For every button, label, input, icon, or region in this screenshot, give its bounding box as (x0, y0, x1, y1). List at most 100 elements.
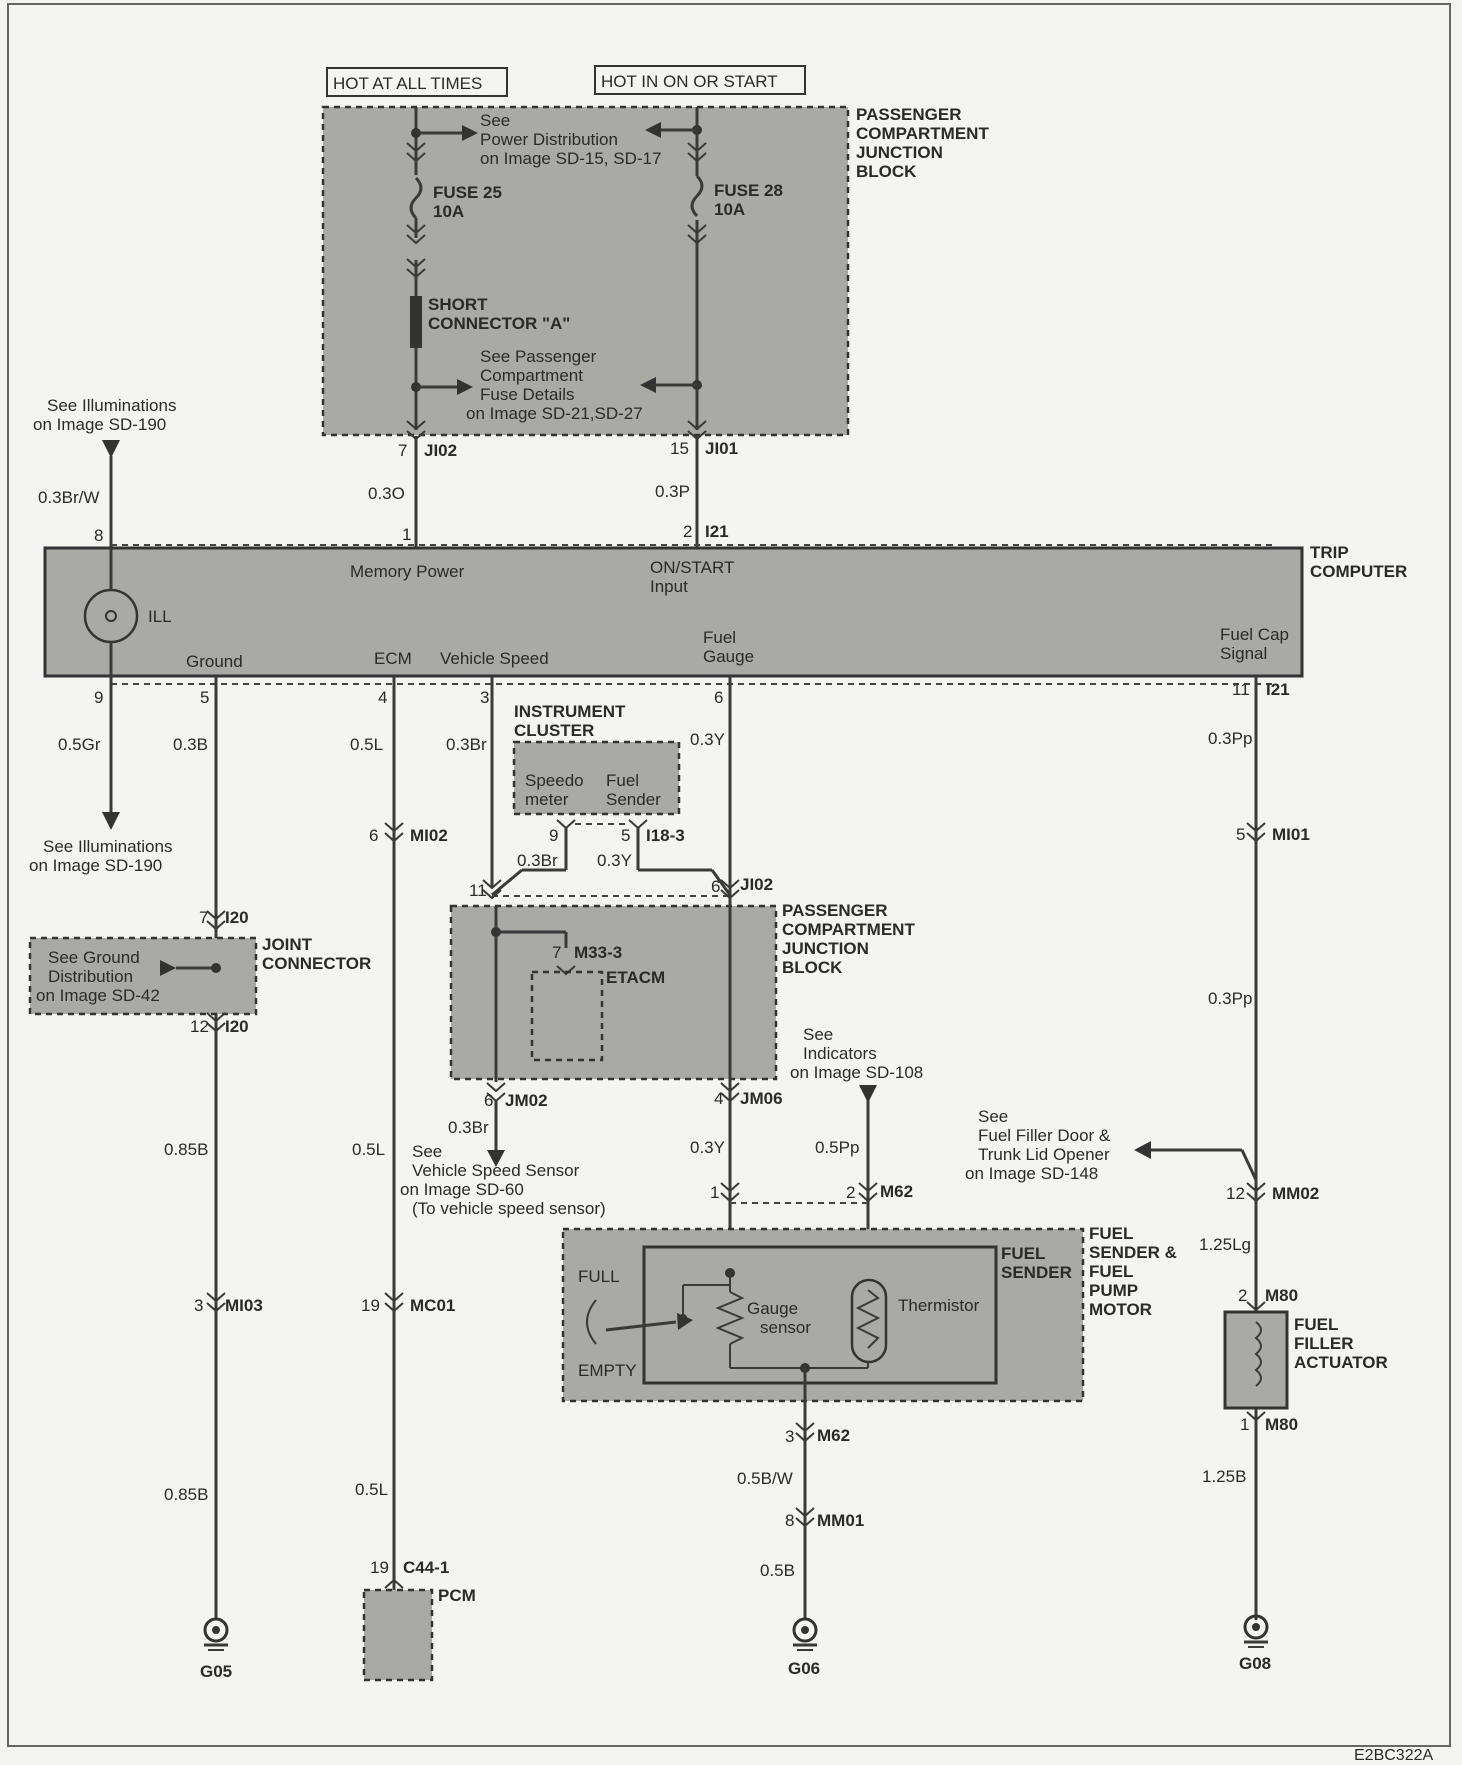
hot-in-on-or-start-box: HOT IN ON OR START (594, 65, 806, 95)
svg-text:Speedo: Speedo (525, 771, 584, 790)
svg-text:1.25B: 1.25B (1202, 1467, 1246, 1486)
svg-text:JUNCTION: JUNCTION (782, 939, 869, 958)
svg-text:2: 2 (1238, 1286, 1247, 1305)
svg-text:MOTOR: MOTOR (1089, 1300, 1152, 1319)
see-illuminations-bottom-note: See Illuminations on Image SD-190 (29, 837, 172, 875)
svg-text:PASSENGER: PASSENGER (856, 105, 962, 124)
svg-text:3: 3 (480, 688, 489, 707)
svg-text:SHORT: SHORT (428, 295, 488, 314)
svg-text:See: See (803, 1025, 833, 1044)
svg-text:6: 6 (484, 1091, 493, 1110)
svg-text:15: 15 (670, 439, 689, 458)
svg-text:INSTRUMENT: INSTRUMENT (514, 702, 626, 721)
svg-text:sensor: sensor (760, 1318, 811, 1337)
ecm-terminal-label: ECM (374, 649, 412, 668)
svg-text:8: 8 (94, 526, 103, 545)
svg-text:Trunk Lid Opener: Trunk Lid Opener (978, 1145, 1110, 1164)
svg-text:0.3Br: 0.3Br (446, 735, 487, 754)
svg-text:2: 2 (846, 1183, 855, 1202)
svg-text:0.5B/W: 0.5B/W (737, 1469, 793, 1488)
svg-text:Vehicle Speed Sensor: Vehicle Speed Sensor (412, 1161, 580, 1180)
svg-text:MI01: MI01 (1272, 825, 1310, 844)
svg-text:4: 4 (714, 1089, 723, 1108)
ground-g06-label: G06 (788, 1659, 820, 1678)
svg-text:COMPARTMENT: COMPARTMENT (782, 920, 915, 939)
svg-text:MM01: MM01 (817, 1511, 864, 1530)
svg-text:Distribution: Distribution (48, 967, 133, 986)
svg-text:9: 9 (94, 688, 103, 707)
joint-connector-title: JOINT CONNECTOR (262, 935, 371, 973)
svg-text:on Image SD-21,SD-27: on Image SD-21,SD-27 (466, 404, 643, 423)
svg-text:CONNECTOR: CONNECTOR (262, 954, 371, 973)
svg-text:8: 8 (785, 1511, 794, 1530)
svg-text:11: 11 (469, 881, 487, 900)
svg-text:Fuel Filler Door &: Fuel Filler Door & (978, 1126, 1111, 1145)
ground-g05-label: G05 (200, 1662, 232, 1681)
svg-text:9: 9 (549, 826, 558, 845)
svg-text:Power Distribution: Power Distribution (480, 130, 618, 149)
svg-text:JUNCTION: JUNCTION (856, 143, 943, 162)
svg-text:7: 7 (552, 943, 561, 962)
svg-text:C44-1: C44-1 (403, 1558, 449, 1577)
arrow-down-icon (102, 440, 120, 458)
svg-text:See Passenger: See Passenger (480, 347, 597, 366)
svg-text:0.85B: 0.85B (164, 1140, 208, 1159)
fuel-gauge-terminal-label: Fuel (703, 628, 736, 647)
fuse28-icon (690, 174, 704, 218)
svg-text:M80: M80 (1265, 1415, 1298, 1434)
svg-text:11: 11 (1232, 680, 1250, 699)
svg-text:MM02: MM02 (1272, 1184, 1319, 1203)
svg-text:7: 7 (199, 908, 208, 927)
svg-text:HOT IN ON OR START: HOT IN ON OR START (601, 72, 778, 91)
svg-text:3: 3 (785, 1427, 794, 1446)
svg-text:4: 4 (378, 688, 387, 707)
svg-text:FUEL: FUEL (1089, 1262, 1133, 1281)
svg-text:12: 12 (1226, 1184, 1245, 1203)
svg-text:7: 7 (398, 441, 407, 460)
svg-text:0.3Br/W: 0.3Br/W (38, 488, 99, 507)
fuel-cap-terminal-label: Fuel Cap (1220, 625, 1289, 644)
svg-text:I21: I21 (1266, 680, 1290, 699)
svg-text:PUMP: PUMP (1089, 1281, 1138, 1300)
svg-text:M62: M62 (817, 1426, 850, 1445)
svg-text:meter: meter (525, 790, 569, 809)
ground-g08-label: G08 (1239, 1654, 1271, 1673)
fuel-sender-pump-title: FUEL SENDER & FUEL PUMP MOTOR (1089, 1224, 1177, 1319)
svg-text:See: See (480, 111, 510, 130)
svg-text:See: See (978, 1107, 1008, 1126)
svg-text:FILLER: FILLER (1294, 1334, 1354, 1353)
fuse25-icon (409, 176, 423, 220)
arrow-right-icon (462, 125, 478, 141)
svg-text:JM02: JM02 (505, 1091, 548, 1110)
svg-text:SENDER &: SENDER & (1089, 1243, 1177, 1262)
fuse25-label: FUSE 25 10A (433, 183, 502, 221)
svg-text:M33-3: M33-3 (574, 943, 622, 962)
instrument-cluster-block (512, 740, 681, 816)
svg-text:6: 6 (714, 688, 723, 707)
footer-code: E2BC322A (1354, 1747, 1433, 1764)
svg-text:0.5L: 0.5L (352, 1140, 385, 1159)
svg-text:Signal: Signal (1220, 644, 1267, 663)
trip-computer-title: TRIP COMPUTER (1310, 543, 1407, 581)
svg-text:0.5L: 0.5L (355, 1480, 388, 1499)
see-illuminations-top-note: See Illuminations on Image SD-190 (33, 396, 176, 434)
hot-at-all-times-box: HOT AT ALL TIMES (326, 67, 508, 97)
see-fuse-details-note: See Passenger Compartment Fuse Details o… (466, 347, 643, 423)
svg-text:on Image SD-60: on Image SD-60 (400, 1180, 524, 1199)
svg-text:JM06: JM06 (740, 1089, 783, 1108)
svg-text:CONNECTOR "A": CONNECTOR "A" (428, 314, 570, 333)
svg-text:2: 2 (683, 522, 692, 541)
svg-text:MI02: MI02 (410, 826, 448, 845)
svg-text:0.85B: 0.85B (164, 1485, 208, 1504)
svg-text:10A: 10A (433, 202, 464, 221)
svg-text:See: See (412, 1142, 442, 1161)
ground-g06-icon (792, 1617, 818, 1651)
svg-text:0.5B: 0.5B (760, 1561, 795, 1580)
svg-text:0.3O: 0.3O (368, 484, 405, 503)
svg-text:MI03: MI03 (225, 1296, 263, 1315)
svg-text:0.3Pp: 0.3Pp (1208, 989, 1252, 1008)
see-indicators-note: See Indicators on Image SD-108 (790, 1025, 923, 1082)
ill-label: ILL (148, 607, 172, 626)
svg-text:FUEL: FUEL (1001, 1244, 1045, 1263)
svg-text:M62: M62 (880, 1182, 913, 1201)
